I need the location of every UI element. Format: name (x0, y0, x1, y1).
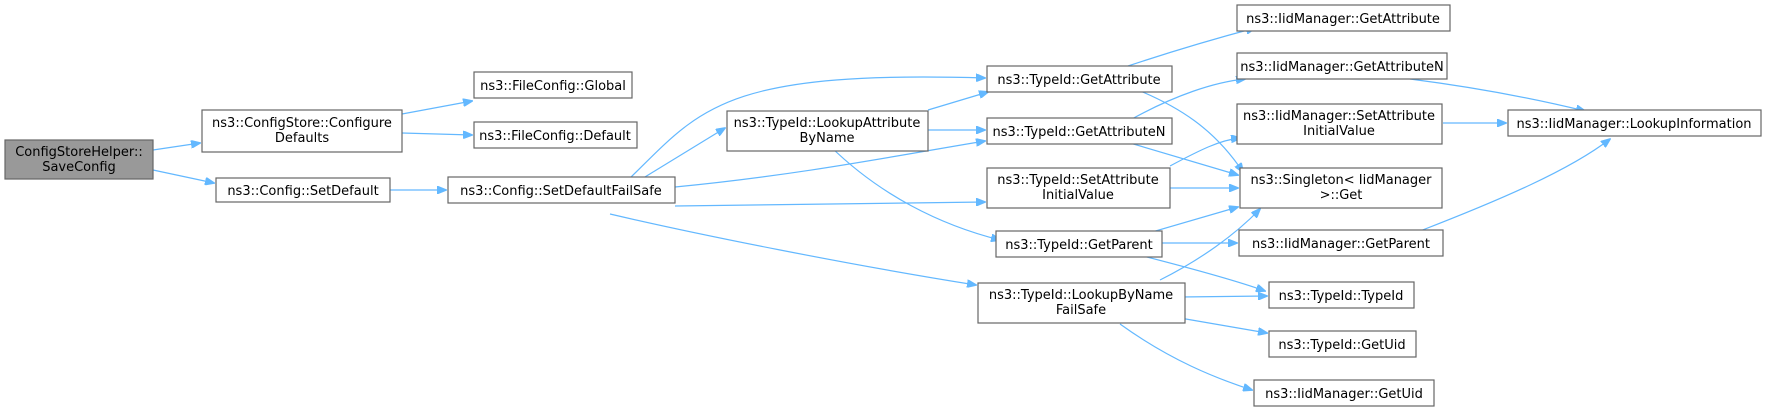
node-iid-lookupinfo[interactable]: ns3::IidManager::LookupInformation (1507, 109, 1762, 137)
node-iid-getattrn-label: ns3::IidManager::GetAttributeN (1240, 60, 1444, 75)
edge-tid-getattr-singleton (1127, 85, 1243, 172)
node-iid-getattrn[interactable]: ns3::IidManager::GetAttributeN (1236, 52, 1448, 80)
node-iid-setattrinit[interactable]: ns3::IidManager::SetAttribute InitialVal… (1236, 103, 1443, 145)
node-tid-getattrn-label: ns3::TypeId::GetAttributeN (992, 125, 1165, 140)
edge-tid-lookupbyname-tid-getuid (1179, 317, 1267, 333)
edge-cfg-setdefaultfs-tid-getattr (627, 77, 985, 181)
node-tid-lookupattr-line2: ByName (800, 131, 855, 146)
node-root-line1: ConfigStoreHelper:: (15, 145, 143, 160)
node-cs-configure-line2: Defaults (275, 131, 329, 146)
node-tid-typeid[interactable]: ns3::TypeId::TypeId (1268, 281, 1415, 309)
edge-iid-getparent-lookupinfo (1419, 139, 1610, 232)
edge-cfg-setdefaultfs-tid-setattrinit (674, 202, 985, 207)
node-fc-global[interactable]: ns3::FileConfig::Global (473, 71, 633, 99)
node-iid-getparent[interactable]: ns3::IidManager::GetParent (1238, 229, 1444, 257)
node-tid-getattr-label: ns3::TypeId::GetAttribute (997, 73, 1160, 88)
edge-tid-getparent-tid-typeid (1134, 253, 1265, 291)
node-tid-getparent-label: ns3::TypeId::GetParent (1005, 238, 1153, 253)
node-tid-lookupattr[interactable]: ns3::TypeId::LookupAttribute ByName (726, 110, 929, 152)
edge-cfg-setdefaultfs-tid-getattrn (674, 141, 985, 188)
node-singleton-get-line2: >::Get (1320, 188, 1363, 203)
node-iid-setattrinit-line1: ns3::IidManager::SetAttribute (1243, 109, 1435, 124)
node-tid-getattrn[interactable]: ns3::TypeId::GetAttributeN (986, 117, 1173, 145)
node-iid-getattr[interactable]: ns3::IidManager::GetAttribute (1236, 4, 1451, 32)
node-iid-getuid[interactable]: ns3::IidManager::GetUid (1253, 379, 1435, 407)
node-fc-default-label: ns3::FileConfig::Default (479, 129, 631, 144)
edge-tid-setattrinit-iid-setattrinit (1169, 138, 1240, 167)
node-root[interactable]: ConfigStoreHelper:: SaveConfig (4, 139, 154, 180)
edge-tid-lookupbyname-iid-getuid (1119, 323, 1252, 390)
edge-tid-lookupbyname-singleton (1159, 209, 1260, 281)
node-tid-getattr[interactable]: ns3::TypeId::GetAttribute (986, 65, 1173, 93)
node-tid-setattrinit-line2: InitialValue (1042, 188, 1114, 203)
node-tid-getuid-label: ns3::TypeId::GetUid (1278, 338, 1405, 353)
node-tid-getuid[interactable]: ns3::TypeId::GetUid (1268, 330, 1417, 358)
node-cfg-setdefault[interactable]: ns3::Config::SetDefault (215, 177, 391, 203)
node-iid-setattrinit-line2: InitialValue (1303, 124, 1375, 139)
edge-cfg-setdefaultfs-tid-lookupattr (639, 128, 725, 181)
node-root-line2: SaveConfig (42, 160, 116, 175)
edge-tid-getattr-iid-getattr (1127, 28, 1255, 67)
node-cfg-setdefault-label: ns3::Config::SetDefault (227, 184, 378, 199)
node-tid-getparent[interactable]: ns3::TypeId::GetParent (995, 230, 1163, 258)
edges (152, 28, 1610, 390)
node-singleton-get-line1: ns3::Singleton< IidManager (1250, 173, 1432, 188)
node-tid-lookupbyname-line1: ns3::TypeId::LookupByName (989, 288, 1173, 303)
node-iid-getuid-label: ns3::IidManager::GetUid (1265, 387, 1423, 402)
node-tid-lookupbyname[interactable]: ns3::TypeId::LookupByName FailSafe (977, 282, 1186, 324)
node-cfg-setdefaultfs[interactable]: ns3::Config::SetDefaultFailSafe (447, 176, 676, 204)
node-tid-setattrinit-line1: ns3::TypeId::SetAttribute (997, 173, 1159, 188)
edge-tid-lookupbyname-tid-typeid (1179, 296, 1267, 297)
edge-tid-lookupattr-tid-getattr (927, 92, 988, 111)
edge-tid-lookupattr-tid-getparent (829, 145, 1000, 240)
node-tid-typeid-label: ns3::TypeId::TypeId (1279, 289, 1404, 304)
node-fc-global-label: ns3::FileConfig::Global (480, 79, 626, 94)
node-singleton-get[interactable]: ns3::Singleton< IidManager >::Get (1239, 167, 1443, 209)
edge-root-cs-configure (152, 143, 200, 151)
node-fc-default[interactable]: ns3::FileConfig::Default (473, 121, 638, 149)
node-tid-lookupbyname-line2: FailSafe (1056, 303, 1106, 318)
edge-cs-configure-fc-default (401, 133, 472, 135)
edge-cs-configure-fc-global (401, 101, 472, 115)
edge-tid-getattrn-iid-getattrn (1129, 79, 1245, 121)
node-iid-getparent-label: ns3::IidManager::GetParent (1252, 237, 1430, 252)
edge-root-cfg-setdefault (152, 169, 214, 183)
node-cs-configure[interactable]: ns3::ConfigStore::Configure Defaults (201, 109, 403, 153)
node-tid-setattrinit[interactable]: ns3::TypeId::SetAttribute InitialValue (986, 167, 1171, 209)
node-tid-lookupattr-line1: ns3::TypeId::LookupAttribute (734, 116, 921, 131)
node-cfg-setdefaultfs-label: ns3::Config::SetDefaultFailSafe (460, 184, 662, 199)
node-cs-configure-line1: ns3::ConfigStore::Configure (212, 116, 392, 131)
edge-cfg-setdefaultfs-tid-lookupbyname (609, 213, 976, 285)
edge-iid-getattrn-lookupinfo (1409, 78, 1585, 111)
node-iid-lookupinfo-label: ns3::IidManager::LookupInformation (1516, 117, 1751, 132)
node-iid-getattr-label: ns3::IidManager::GetAttribute (1246, 12, 1440, 27)
